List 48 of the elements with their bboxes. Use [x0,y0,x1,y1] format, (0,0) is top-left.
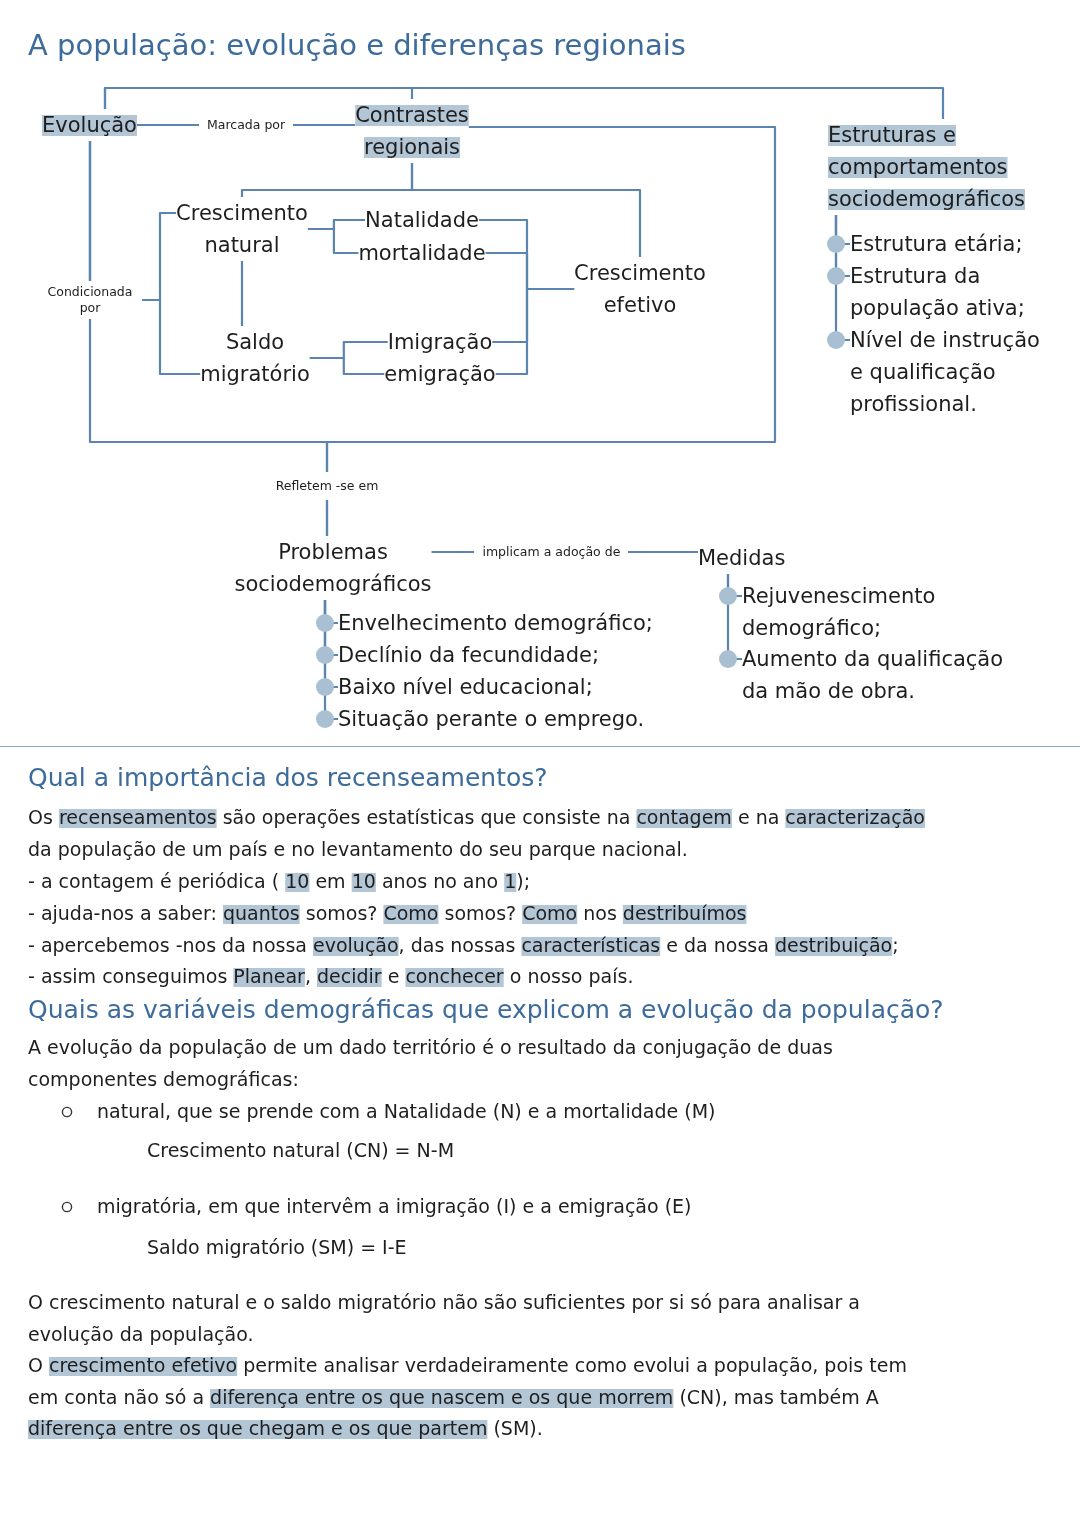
list-item: - a contagem é periódica ( 10 em 10 anos no ano 1); [28,869,531,894]
list-item: - apercebemos -nos da nossa evolução, das nossas características e da nossa destribuição; [28,933,899,958]
connector-line [307,227,359,255]
concept-label: Natalidade [365,204,479,236]
list-item: Estrutura da população ativa; [850,260,1032,324]
list-item: - assim conseguimos Planear, decidir e conchecer o nosso país. [28,964,634,989]
concept-label: Saldo migratório [200,326,310,390]
concept-label: Imigração [387,326,493,358]
page-title: A população: evolução e diferenças regionais [28,27,686,64]
connector-line [834,215,850,342]
concept-label: mortalidade [358,237,486,269]
connector-line [495,287,575,376]
concept-label: Medidas [698,542,786,574]
concept-label: Problemas sociodemográficos [234,536,432,600]
concept-label: Contrastes regionais [355,99,469,163]
connector-line [323,600,338,721]
connector-line [325,125,777,536]
list-item: migratória, em que intervêm a imigração (I) e a emigração (E) [97,1194,692,1219]
paragraph: O crescimento natural e o saldo migratório não são suficientes por si só para analisar a evolução da população. [28,1290,861,1347]
section-heading: Quais as variáveis demográficas que explicom a evolução da população? [28,994,944,1026]
paragraph: Os recenseamentos são operações estatísticas que consiste na contagem e na caracterização da população de um país e no levantamento do seu parque nacional. [28,805,926,862]
concept-label: Evolução [42,109,137,141]
formula: Saldo migratório (SM) = I-E [147,1235,407,1260]
concept-label: Crescimento natural [176,197,308,261]
paragraph: O crescimento efetivo permite analisar verdadeiramente como evolui a população, pois tem em conta não só a diferença entre os que nascem e os que morrem (CN), mas também A diferença entre os que chegam e os que partem (SM). [28,1353,908,1441]
list-item: Declínio da fecundidade; [338,639,599,671]
connector-line [726,574,742,661]
list-item: Envelhecimento demográfico; [338,607,653,639]
connector-line [410,163,642,257]
edge-label: implicam a adoção de [474,543,629,561]
list-item: Baixo nível educacional; [338,671,593,703]
list-item: natural, que se prende com a Natalidade (N) e a mortalidade (M) [97,1099,716,1124]
paragraph: A evolução da população de um dado território é o resultado da conjugação de duas componentes demográficas: [28,1035,834,1092]
list-item: - ajuda-nos a saber: quantos somos? Como somos? Como nos destribuímos [28,901,747,926]
edge-label: Marcada por [199,116,294,134]
connector-line [309,356,385,376]
concept-label: Crescimento efetivo [574,257,706,321]
concept-label: emigração [384,358,496,390]
list-item: Nível de instrução e qualificação profissional. [850,324,1050,420]
list-item: Situação perante o emprego. [338,703,645,735]
section-heading: Qual a importância dos recenseamentos? [28,762,548,794]
list-item: Rejuvenescimento demográfico; [742,580,942,644]
list-item: Estrutura etária; [850,228,1023,260]
connector-line [103,86,945,119]
concept-label: Estruturas e comportamentos sociodemográficos [828,119,1025,215]
connector-line [240,261,244,326]
list-item: Aumento da qualificação da mão de obra. [742,643,1012,707]
formula: Crescimento natural (CN) = N-M [147,1138,455,1163]
